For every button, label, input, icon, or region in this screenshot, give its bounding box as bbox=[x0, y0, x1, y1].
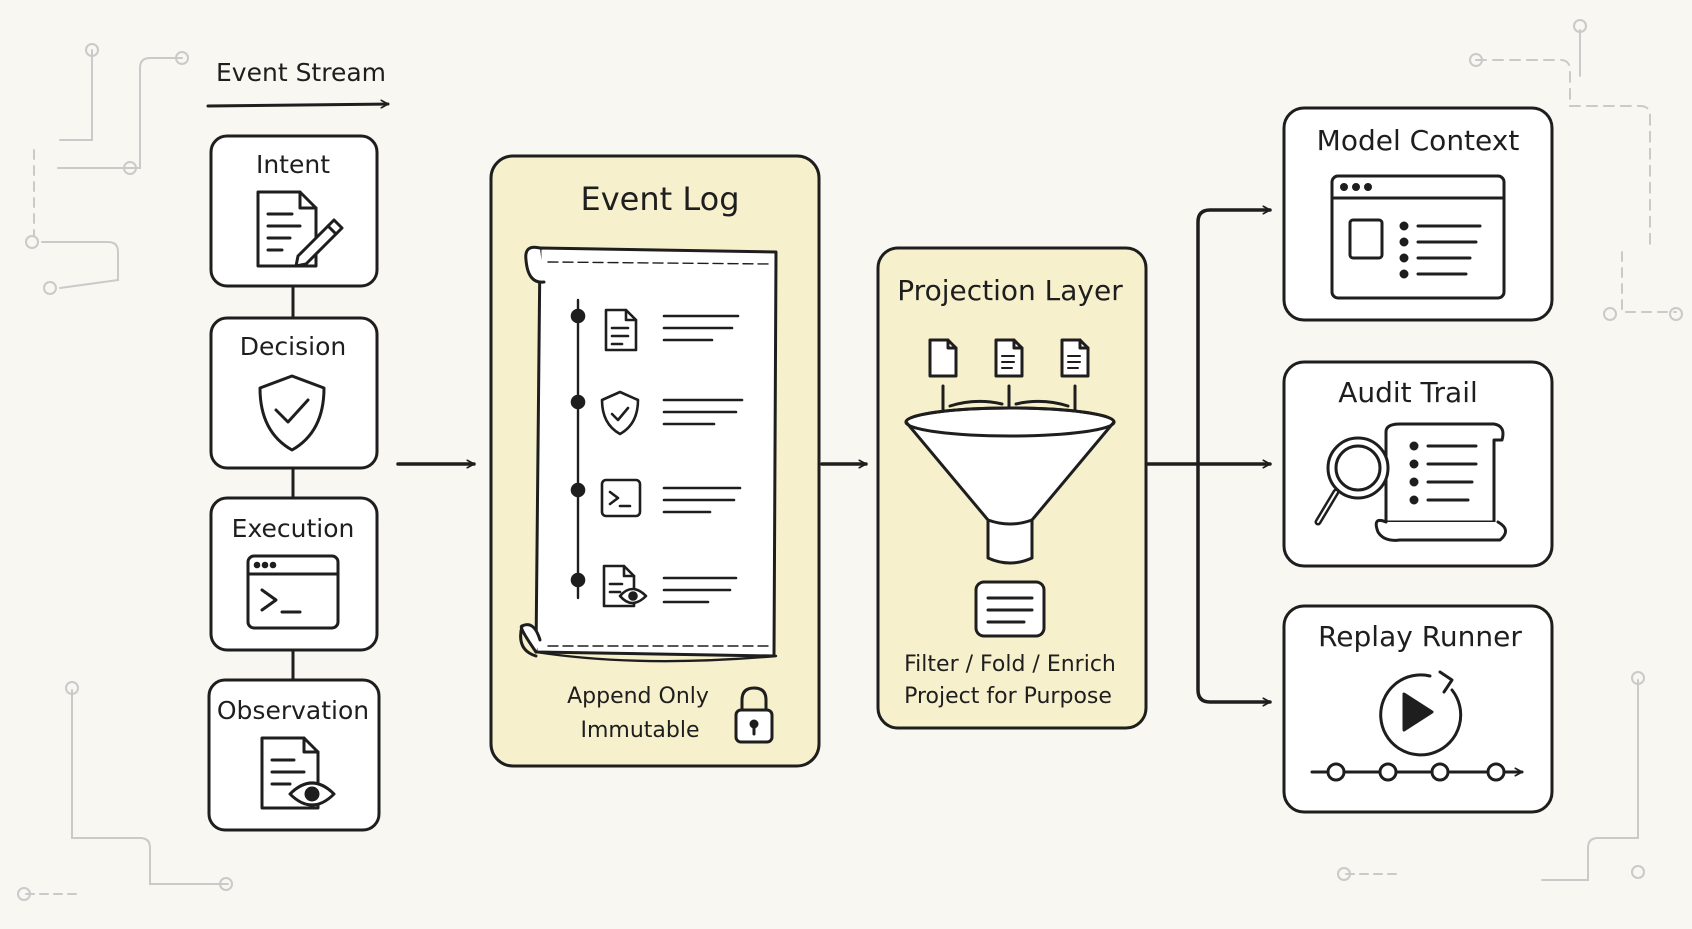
projection-layer-title: Projection Layer bbox=[897, 274, 1123, 307]
event-log-note-append-only: Append Only bbox=[567, 684, 709, 709]
event-log-note-immutable: Immutable bbox=[580, 718, 700, 743]
stage-execution-label: Execution bbox=[231, 514, 355, 543]
stage-decision-label: Decision bbox=[239, 332, 347, 361]
padlock-icon bbox=[734, 686, 774, 744]
log-entries bbox=[570, 308, 744, 608]
output-model-context-box bbox=[1282, 106, 1554, 322]
document-pencil-icon bbox=[256, 190, 344, 268]
shield-check-icon bbox=[258, 374, 326, 452]
projection-description-line2: Project for Purpose bbox=[904, 684, 1112, 709]
output-model-context-label: Model Context bbox=[1316, 124, 1520, 157]
output-replay-runner-label: Replay Runner bbox=[1318, 620, 1522, 653]
log-entry-document-eye-icon bbox=[602, 564, 738, 608]
document-eye-icon bbox=[260, 736, 336, 810]
play-timeline-icon bbox=[1310, 670, 1524, 782]
projection-description-line1: Filter / Fold / Enrich bbox=[904, 652, 1116, 677]
event-log-title: Event Log bbox=[580, 180, 740, 218]
event-stream-header: Event Stream bbox=[216, 58, 387, 87]
log-entry-terminal-icon bbox=[600, 478, 742, 518]
circuit-decoration bbox=[17, 19, 1683, 901]
funnel-icon bbox=[904, 338, 1116, 638]
scroll-icon bbox=[519, 245, 778, 663]
magnifier-scroll-icon bbox=[1314, 422, 1507, 542]
browser-window-icon bbox=[1330, 174, 1506, 300]
output-branch-arrows bbox=[1144, 210, 1272, 702]
log-entry-shield-icon bbox=[600, 390, 744, 436]
stage-decision-box bbox=[209, 316, 379, 470]
event-stream-arrow bbox=[206, 104, 390, 106]
terminal-window-icon bbox=[246, 554, 340, 630]
output-audit-trail-label: Audit Trail bbox=[1338, 376, 1478, 409]
log-entry-document-icon bbox=[604, 308, 740, 352]
stage-intent-label: Intent bbox=[255, 150, 331, 179]
stage-observation-label: Observation bbox=[216, 696, 370, 725]
